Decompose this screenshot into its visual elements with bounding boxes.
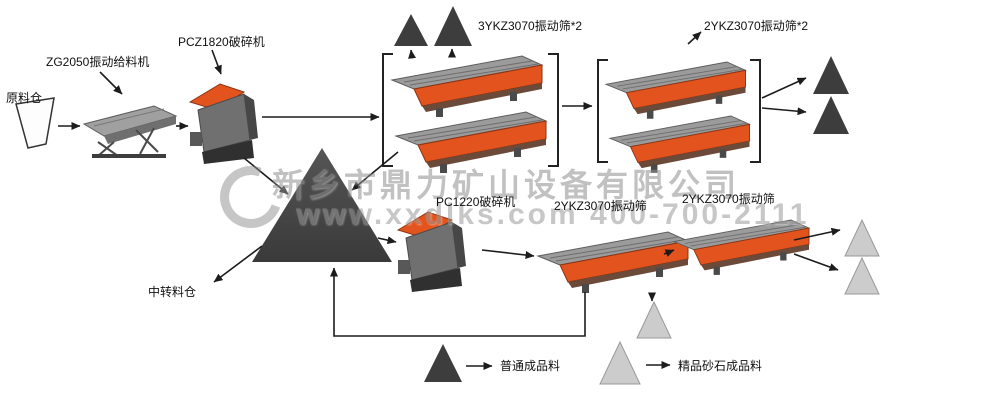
legend-light-triangle: [599, 340, 641, 385]
arrow-screenb-to-premium2: [793, 253, 839, 271]
screens2-label: 2YKZ3070振动筛*2: [704, 19, 809, 33]
screen-a-label: 2YKZ3070振动筛: [554, 199, 647, 213]
raw-bin-label: 原料仓: [6, 91, 43, 105]
arrow-crusher1-label: [211, 49, 222, 75]
arrow-group2-to-pile1: [761, 77, 807, 99]
arrow-recirculation: [330, 267, 586, 337]
vibrating-screen-2ykz-b: [673, 219, 810, 276]
vibrating-screen-2ykz-pair-2: [609, 115, 750, 174]
finished-pile-top-1: [394, 14, 428, 46]
feeder-label: ZG2050振动给料机: [46, 55, 150, 69]
legend-dark-triangle: [424, 344, 462, 382]
arrow-screens2-label: [687, 31, 702, 45]
finished-pile-right-1: [813, 56, 849, 94]
legend-dark-label: 普通成品料: [500, 359, 561, 373]
vibrating-screen-2ykz-a: [537, 231, 689, 294]
crusher-pc1220: [397, 211, 467, 293]
arrow-screena-to-screenb: [663, 249, 675, 257]
arrow-crusher2-to-screen: [481, 249, 535, 259]
arrow-screenb-to-premium1: [793, 227, 841, 241]
vibrating-feeder: [83, 105, 177, 159]
crusher-pcz1820: [189, 83, 259, 165]
arrow-feeder-label: [99, 71, 123, 95]
arrow-screen-to-pile1: [408, 49, 417, 59]
premium-pile-bottom: [636, 300, 672, 339]
premium-pile-right-2: [844, 256, 880, 295]
bracket-group1-left: [382, 53, 393, 167]
arrow-screens1-to-transfer: [351, 151, 399, 191]
vibrating-screen-3ykz-1: [391, 55, 543, 118]
arrow-crusher1-to-transfer: [243, 157, 289, 195]
premium-pile-right-1: [844, 218, 880, 257]
crusher1-label: PCZ1820破碎机: [178, 35, 265, 49]
vibrating-screen-2ykz-pair-1: [605, 61, 746, 120]
bracket-group2-right: [750, 59, 761, 163]
finished-pile-top-2: [434, 6, 472, 46]
finished-pile-right-2: [813, 96, 849, 134]
flow-arrows: [58, 31, 841, 370]
crusher2-label: PC1220破碎机: [436, 195, 516, 209]
screen-b-label: 2YKZ3070振动筛: [682, 192, 775, 206]
screens1-label: 3YKZ3070振动筛*2: [478, 19, 583, 33]
transfer-bin-label: 中转料仓: [148, 285, 197, 299]
bracket-group1-right: [548, 53, 559, 167]
arrow-group2-to-pile2: [761, 107, 807, 116]
legend-light-label: 精品砂石成品料: [678, 359, 763, 373]
vibrating-screen-3ykz-2: [395, 111, 547, 174]
raw-material-hopper: [15, 97, 55, 149]
arrow-transfer-to-label: [213, 245, 263, 283]
transfer-bin-pile: [252, 148, 392, 262]
bracket-group2-left: [597, 59, 608, 163]
arrow-transfer-to-crusher2: [377, 236, 397, 245]
